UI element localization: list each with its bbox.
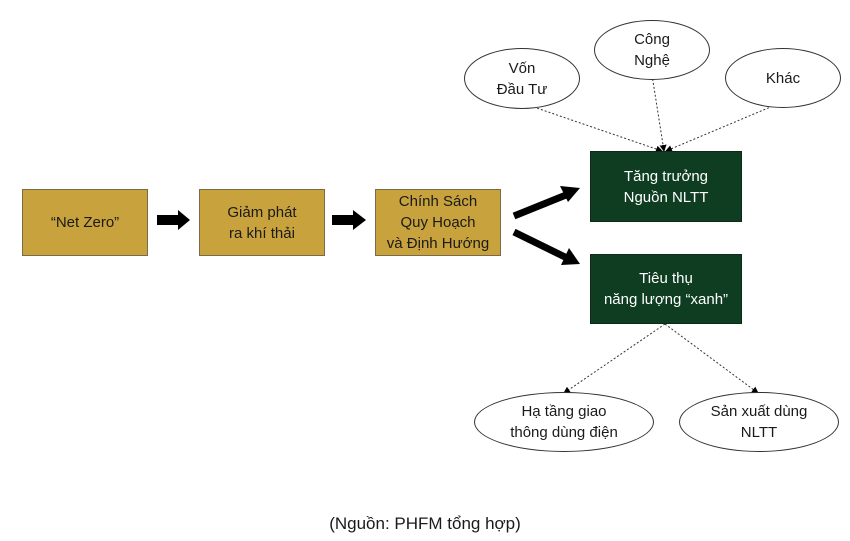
node-chinh-sach: Chính Sách Quy Hoạch và Định Hướng xyxy=(375,189,501,256)
oval-von-dau-tu: Vốn Đầu Tư xyxy=(464,48,580,109)
node-net-zero-label: “Net Zero” xyxy=(50,214,120,231)
dotted-von-to-tang-truong xyxy=(521,102,663,153)
node-giam-phat: Giảm phát ra khí thải xyxy=(199,189,325,256)
dotted-khac-to-tang-truong xyxy=(665,102,781,152)
source-caption: (Nguồn: PHFM tổng hợp) xyxy=(329,514,521,533)
oval-khac: Khác xyxy=(725,48,841,108)
node-tang-truong-label: Tăng trưởng Nguồn NLTT xyxy=(623,167,709,206)
oval-ha-tang-label: Hạ tầng giao thông dùng điện xyxy=(510,403,618,441)
oval-von-dau-tu-label: Vốn Đầu Tư xyxy=(496,59,548,98)
node-tieu-thu: Tiêu thụ năng lượng “xanh” xyxy=(590,254,742,324)
dotted-tieu-thu-to-san-xuat xyxy=(664,323,759,394)
oval-cong-nghe: Công Nghệ xyxy=(594,20,710,80)
arrow-net-zero-to-giam-phat xyxy=(157,210,190,230)
oval-san-xuat: Sản xuất dùng NLTT xyxy=(679,392,839,452)
node-giam-phat-label: Giảm phát ra khí thải xyxy=(227,203,297,242)
oval-khac-label: Khác xyxy=(765,69,801,87)
node-net-zero: “Net Zero” xyxy=(22,189,148,256)
arrow-to-tieu-thu-head xyxy=(561,248,580,265)
dotted-cong-nghe-to-tang-truong xyxy=(651,74,667,152)
oval-san-xuat-label: Sản xuất dùng NLTT xyxy=(710,403,808,441)
oval-ha-tang: Hạ tầng giao thông dùng điện xyxy=(474,392,654,452)
arrow-to-tang-truong-head xyxy=(560,186,580,202)
node-tang-truong: Tăng trưởng Nguồn NLTT xyxy=(590,151,742,222)
dotted-tieu-thu-to-ha-tang xyxy=(563,323,666,394)
arrow-giam-phat-to-chinh-sach xyxy=(332,210,366,230)
node-tieu-thu-label: Tiêu thụ năng lượng “xanh” xyxy=(603,270,729,308)
node-chinh-sach-label: Chính Sách Quy Hoạch và Định Hướng xyxy=(386,193,490,252)
arrow-to-tieu-thu-shaft xyxy=(512,228,567,261)
oval-cong-nghe-label: Công Nghệ xyxy=(634,31,670,69)
arrow-to-tang-truong-shaft xyxy=(512,191,568,220)
